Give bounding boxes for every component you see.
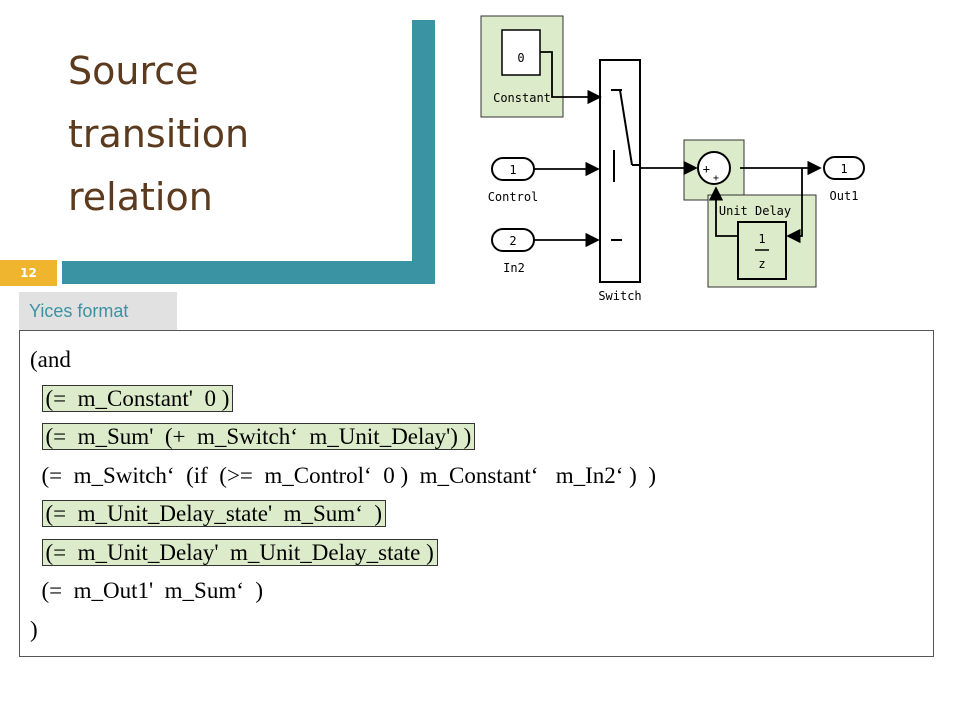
accent-bar-horizontal (62, 261, 435, 284)
simulink-diagram: 0 Constant Switch 1 Control 2 In2 + + Un… (480, 15, 817, 303)
title-line: transition (68, 112, 250, 156)
control-label: Control (488, 190, 539, 204)
code-line: (= m_Unit_Delay_state' m_Sum‘ ) (30, 495, 656, 534)
code-line: (= m_Out1' m_Sum‘ ) (41, 578, 264, 603)
sum-sign-bottom: + (713, 173, 719, 184)
code-line: (= m_Switch‘ (if (>= m_Control‘ 0 ) m_Co… (41, 462, 656, 488)
unit-delay-numerator: 1 (758, 232, 765, 246)
out1-label: Out1 (830, 189, 859, 203)
control-inport: 1 Control (488, 157, 539, 204)
constant-label: Constant (493, 91, 551, 105)
feedback-wire (708, 186, 738, 237)
code-line: (= m_Sum' (+ m_Switch‘ m_Unit_Delay') ) (30, 418, 656, 457)
diagram-right: 1 Out1 (740, 156, 865, 244)
code-box (19, 330, 934, 657)
switch-label: Switch (598, 289, 641, 303)
switch-block: Switch (598, 59, 642, 303)
unit-delay-label: Unit Delay (719, 204, 791, 218)
in2-inport: 2 In2 (491, 228, 535, 275)
title-line: Source (68, 49, 199, 93)
code-line: (= m_Unit_Delay' m_Unit_Delay_state ) (30, 534, 656, 573)
constant-value: 0 (517, 51, 524, 65)
yices-format-tab: Yices format (19, 292, 177, 331)
title-line: relation (68, 175, 213, 219)
accent-bar-vertical (412, 20, 435, 284)
slide-number: 12 (0, 260, 57, 286)
out1-port-number: 1 (840, 162, 847, 176)
highlighted-code: (= m_Unit_Delay' m_Unit_Delay_state ) (41, 538, 438, 566)
highlighted-code: (= m_Constant' 0 ) (41, 384, 234, 412)
highlighted-code: (= m_Unit_Delay_state' m_Sum‘ ) (41, 500, 387, 527)
unit-delay-denominator: z (758, 257, 765, 271)
highlighted-code: (= m_Sum' (+ m_Switch‘ m_Unit_Delay') ) (41, 423, 476, 450)
signal-lines (534, 51, 698, 248)
constant-block: 0 Constant (480, 15, 564, 118)
code-line: (and (30, 347, 71, 372)
in2-label: In2 (503, 261, 525, 275)
control-port-number: 1 (509, 163, 516, 177)
in2-port-number: 2 (509, 234, 516, 248)
sum-sign-top: + (703, 162, 710, 176)
code-line: (= m_Constant' 0 ) (30, 380, 656, 419)
slide-title: Source transition relation (68, 40, 249, 229)
yices-code: (and (= m_Constant' 0 ) (= m_Sum' (+ m_S… (30, 341, 656, 649)
code-line: ) (30, 616, 38, 642)
